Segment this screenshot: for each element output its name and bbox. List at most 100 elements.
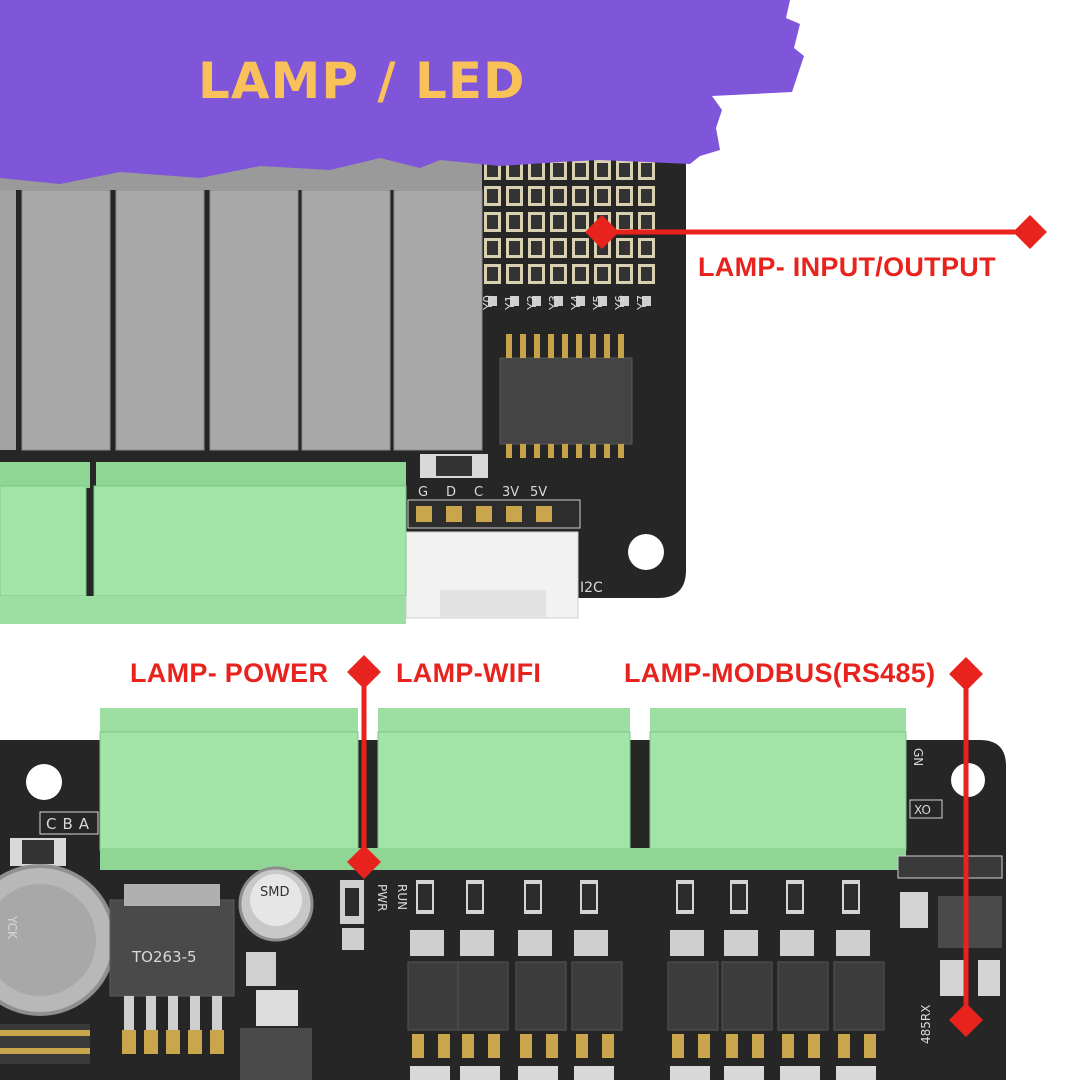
smd-pad	[978, 960, 1000, 996]
title-banner	[0, 0, 804, 184]
optocoupler	[571, 961, 623, 1031]
led-pad	[576, 296, 585, 306]
regulator-pad	[144, 1030, 158, 1054]
header-pin-label: C	[474, 485, 483, 500]
rs485-label: 485RX	[919, 1005, 933, 1044]
regulator-tab	[124, 884, 220, 906]
led	[509, 267, 520, 281]
smd-resistor-body	[732, 884, 746, 910]
header-pin-label: D	[446, 485, 456, 500]
ic-pin	[562, 444, 568, 458]
label-lamp-wifi: LAMP-WIFI	[396, 658, 542, 688]
smd-pad	[940, 960, 968, 996]
optocoupler	[515, 961, 567, 1031]
smd-pad	[724, 930, 758, 956]
ic-pin	[618, 444, 624, 458]
led	[619, 241, 630, 255]
output-pin-label: Y4	[569, 295, 583, 311]
opto-pin	[576, 1034, 588, 1058]
ic-pin	[506, 444, 512, 458]
smd-pad	[836, 930, 870, 956]
smd-pad	[460, 930, 494, 956]
ic-pin	[604, 334, 610, 358]
ic-pin	[534, 444, 540, 458]
smd-pad	[410, 1066, 450, 1080]
capacitor-top	[0, 884, 96, 996]
header-pin	[446, 506, 462, 522]
regulator-label: TO263-5	[131, 948, 197, 966]
opto-pin	[752, 1034, 764, 1058]
ic-pin	[548, 334, 554, 358]
i2c-connector-latch	[440, 590, 546, 618]
power-pointer-diamond	[347, 845, 381, 879]
opto-pin	[520, 1034, 532, 1058]
smd-pad	[410, 930, 444, 956]
terminal-lip	[0, 596, 406, 624]
optocoupler	[777, 961, 829, 1031]
smd-capacitor-top	[250, 874, 302, 926]
smd-pad	[574, 930, 608, 956]
terminal-base	[0, 462, 90, 488]
led	[641, 189, 652, 203]
regulator-pad	[122, 1030, 136, 1054]
terminal-block-wifi	[377, 731, 631, 851]
run-label: RUN	[395, 884, 409, 910]
terminal-base	[96, 462, 406, 488]
smd-pad	[724, 1066, 764, 1080]
output-pin-label: Y7	[635, 295, 649, 311]
regulator-pin	[212, 996, 222, 1030]
ic-pin	[590, 444, 596, 458]
opto-pin	[782, 1034, 794, 1058]
optocoupler	[457, 961, 509, 1031]
led	[641, 241, 652, 255]
led	[619, 215, 630, 229]
ic-pin	[618, 334, 624, 358]
led	[487, 163, 498, 177]
led	[531, 267, 542, 281]
led-pad	[620, 296, 629, 306]
output-pin-label: Y0	[481, 295, 495, 311]
header-pin	[416, 506, 432, 522]
output-pin-label: Y5	[591, 295, 605, 311]
header-pin-label: 5V	[530, 485, 547, 500]
cap-side-label: YCK	[5, 915, 19, 940]
opto-pin	[602, 1034, 614, 1058]
led-pad	[554, 296, 563, 306]
ic-pin	[576, 334, 582, 358]
xo-label: XO	[914, 803, 931, 817]
smd-pad	[256, 990, 298, 1026]
opto-pin	[808, 1034, 820, 1058]
label-lamp-input-output: LAMP- INPUT/OUTPUT	[698, 252, 996, 282]
optocoupler-bank	[407, 880, 885, 1080]
rs485-transceiver	[938, 896, 1002, 948]
opto-pin	[546, 1034, 558, 1058]
pwr-label: PWR	[375, 884, 389, 911]
led	[531, 163, 542, 177]
modbus-end-diamond	[949, 657, 983, 691]
opto-pin	[726, 1034, 738, 1058]
led	[597, 189, 608, 203]
mounting-hole	[26, 764, 62, 800]
annotation-markers	[347, 215, 1047, 1037]
terminal-block	[93, 485, 407, 597]
led	[641, 267, 652, 281]
led	[509, 215, 520, 229]
label-lamp-power: LAMP- POWER	[130, 658, 329, 688]
smd-resistor-body	[418, 884, 432, 910]
opto-pin	[672, 1034, 684, 1058]
led	[619, 163, 630, 177]
small-regulator	[240, 1028, 312, 1080]
relay-bank	[0, 150, 483, 451]
regulator-pin	[190, 996, 200, 1030]
smd-pad	[670, 1066, 710, 1080]
header-pin	[536, 506, 552, 522]
ic-pin	[520, 334, 526, 358]
led	[575, 189, 586, 203]
led	[575, 241, 586, 255]
mounting-hole	[628, 534, 664, 570]
led	[575, 163, 586, 177]
header-pin	[506, 506, 522, 522]
